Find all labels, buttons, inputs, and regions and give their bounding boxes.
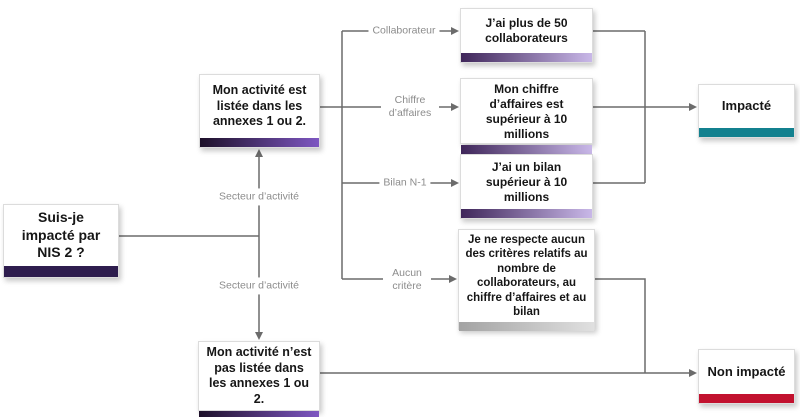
- arrow-chiffre: [451, 103, 459, 111]
- arrow-bilan: [451, 179, 459, 187]
- edge-label-collaborateur: Collaborateur: [368, 22, 440, 40]
- edge-label-aucun-critere: Aucun critère: [383, 264, 431, 296]
- edge-label-secteur-activite-top: Secteur d’activité: [215, 188, 303, 206]
- arrow-nonimpacted: [689, 369, 697, 377]
- edge-aucun-to-nonimpacted: [595, 278, 646, 373]
- node-activity-listed: Mon activité est listée dans les annexes…: [199, 74, 320, 148]
- node-outcome-impacted-label: Impacté: [721, 98, 772, 114]
- node-criterion-chiffre-affaires-accent-bar: [461, 145, 592, 154]
- edge-label-chiffre-affaires: Chiffre d’affaires: [381, 91, 439, 123]
- arrow-aucun: [449, 275, 457, 283]
- node-criterion-aucun: Je ne respecte aucun des critères relati…: [458, 229, 595, 332]
- node-outcome-not-impacted-accent-bar: [699, 394, 794, 403]
- node-activity-listed-label: Mon activité est listée dans les annexes…: [212, 83, 307, 129]
- node-criterion-chiffre-affaires: Mon chiffre d’affaires est supérieur à 1…: [460, 78, 593, 154]
- node-root-label: Suis-je impacté par NIS 2 ?: [21, 209, 101, 261]
- node-criterion-bilan-accent-bar: [461, 209, 592, 218]
- arrow-collaborateur: [451, 27, 459, 35]
- node-criterion-collaborateurs-accent-bar: [461, 53, 592, 62]
- node-criterion-collaborateurs-label: J’ai plus de 50 collaborateurs: [485, 16, 568, 45]
- node-root-accent-bar: [4, 266, 118, 277]
- node-outcome-not-impacted: Non impacté: [698, 349, 795, 404]
- node-outcome-impacted-accent-bar: [699, 128, 794, 137]
- node-activity-listed-accent-bar: [200, 138, 319, 147]
- connector-arrowheads: [255, 27, 697, 377]
- node-outcome-impacted: Impacté: [698, 84, 795, 138]
- edge-label-bilan: Bilan N-1: [379, 174, 431, 192]
- node-activity-not-listed-label: Mon activité n’est pas listée dans les a…: [206, 345, 312, 406]
- node-criterion-aucun-label: Je ne respecte aucun des critères relati…: [465, 234, 588, 318]
- arrow-up-branchyes: [255, 149, 263, 157]
- arrow-down-branchno: [255, 332, 263, 340]
- node-criterion-chiffre-affaires-label: Mon chiffre d’affaires est supérieur à 1…: [485, 82, 568, 141]
- node-activity-not-listed-accent-bar: [199, 410, 319, 417]
- node-root-question: Suis-je impacté par NIS 2 ?: [3, 204, 119, 278]
- node-outcome-not-impacted-label: Non impacté: [707, 363, 786, 379]
- node-criterion-collaborateurs: J’ai plus de 50 collaborateurs: [460, 8, 593, 63]
- node-criterion-aucun-accent-bar: [459, 322, 594, 332]
- node-activity-not-listed: Mon activité n’est pas listée dans les a…: [198, 341, 320, 417]
- edge-label-secteur-activite-bottom: Secteur d’activité: [215, 277, 303, 295]
- node-criterion-bilan-label: J’ai un bilan supérieur à 10 millions: [485, 159, 568, 204]
- node-criterion-bilan: J’ai un bilan supérieur à 10 millions: [460, 154, 593, 219]
- arrow-impacted: [689, 103, 697, 111]
